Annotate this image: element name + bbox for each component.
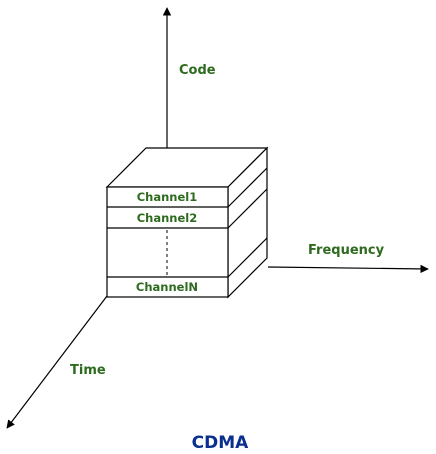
side-separator-2 (227, 188, 268, 229)
frequency-axis (267, 264, 429, 274)
time-axis-label: Time (70, 363, 106, 378)
channel2-label: Channel2 (137, 211, 198, 225)
channel1-label: Channel1 (137, 190, 198, 204)
side-separator-1 (227, 167, 268, 208)
channeln-label: ChannelN (136, 280, 198, 294)
side-separator-3 (227, 237, 268, 278)
code-axis-label: Code (179, 63, 216, 78)
frequency-axis-label: Frequency (308, 243, 385, 258)
time-axis (6, 295, 108, 429)
diagram-caption: CDMA (192, 433, 250, 453)
